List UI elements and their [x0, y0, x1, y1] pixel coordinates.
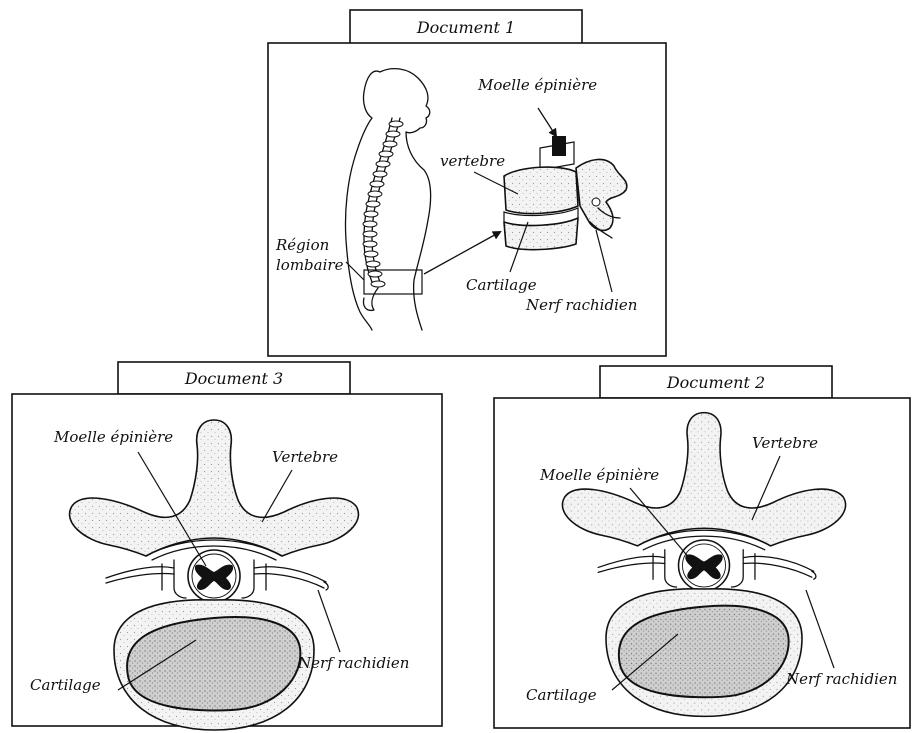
document-1-title: Document 1 [416, 18, 515, 37]
document-2-title: Document 2 [666, 373, 765, 392]
doc2-label-moelle: Moelle épinière [539, 466, 659, 484]
document-1: Document 1 [268, 10, 666, 356]
doc3-label-moelle: Moelle épinière [53, 428, 173, 446]
doc3-label-vertebre: Vertebre [272, 448, 338, 466]
document-2: Document 2 Moelle épinière Vertebre Cart… [494, 366, 910, 728]
doc1-label-nerf: Nerf rachidien [525, 296, 637, 314]
doc1-label-moelle: Moelle épinière [477, 76, 597, 94]
doc2-label-nerf: Nerf rachidien [785, 670, 897, 688]
doc2-label-cartilage: Cartilage [526, 686, 597, 704]
doc1-label-lombaire: lombaire [276, 256, 344, 274]
doc3-label-cartilage: Cartilage [30, 676, 101, 694]
document-3: Document 3 Moelle épinière Vertebre Cart… [12, 362, 442, 730]
doc1-label-vertebre: vertebre [440, 152, 505, 170]
doc1-label-region: Région [275, 236, 329, 254]
document-3-title: Document 3 [184, 369, 283, 388]
doc3-label-nerf: Nerf rachidien [297, 654, 409, 672]
doc2-label-vertebre: Vertebre [752, 434, 818, 452]
doc1-label-cartilage: Cartilage [466, 276, 537, 294]
